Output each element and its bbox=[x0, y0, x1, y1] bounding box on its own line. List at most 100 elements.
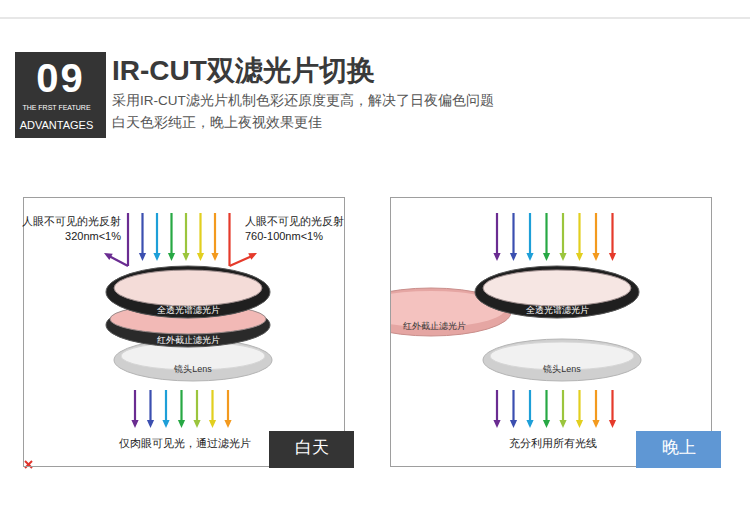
feature-badge-text-wrap: ADVANTAGES bbox=[15, 119, 98, 132]
ray-line bbox=[180, 390, 182, 422]
full-spectrum-filter-text-wrap: 全透光谱滤光片 bbox=[104, 305, 272, 316]
ray-head bbox=[543, 420, 550, 428]
filter-outline bbox=[483, 339, 641, 381]
callout-text: 人眼不可见的光反射 320nm<1% bbox=[22, 214, 121, 244]
ray-line bbox=[496, 390, 498, 422]
ray-line bbox=[578, 213, 580, 255]
ray-line bbox=[545, 390, 547, 422]
ray-line bbox=[512, 213, 514, 255]
feature-badge: 09THE FRST FEATURE ADVANTAGES bbox=[15, 52, 106, 138]
mode-tag-text: 白天 bbox=[269, 438, 354, 458]
ray-line bbox=[185, 213, 187, 255]
ray-head bbox=[131, 420, 138, 428]
night-panel-text-wrap: 充分利用所有光线 bbox=[509, 437, 597, 450]
night-panel-text: 充分利用所有光线 bbox=[509, 437, 597, 450]
ray-head bbox=[147, 420, 154, 428]
ir-cut-filter-text-wrap: 红外截止滤光片 bbox=[104, 335, 272, 346]
callout-text: 人眼不可见的光反射 760-100nm<1% bbox=[245, 214, 344, 244]
subtitle: 采用IR-CUT滤光片机制色彩还原度更高，解决了日夜偏色问题 bbox=[112, 93, 494, 109]
title: IR-CUT双滤光片切换 bbox=[112, 54, 375, 88]
mode-tag-text-wrap: 晚上 bbox=[636, 438, 721, 458]
subtitle: 白天色彩纯正，晚上夜视效果更佳 bbox=[112, 115, 322, 131]
ray-line bbox=[611, 390, 613, 422]
lens-text: 镜头Lens bbox=[112, 364, 274, 375]
ray-head bbox=[609, 420, 616, 428]
ray-line bbox=[562, 213, 564, 255]
ray-head bbox=[510, 420, 517, 428]
ray-head bbox=[168, 253, 175, 261]
lens: 镜头Lens bbox=[481, 338, 643, 383]
full-spectrum-filter-text: 全透光谱滤光片 bbox=[473, 305, 641, 316]
ray-head bbox=[153, 253, 160, 261]
ray-head bbox=[162, 420, 169, 428]
title-wrap: IR-CUT双滤光片切换 bbox=[112, 54, 375, 88]
ir-cut-filter-text-wrap: 红外截止滤光片 bbox=[403, 321, 466, 332]
ray-head bbox=[193, 420, 200, 428]
ray-line bbox=[199, 213, 201, 255]
ir-cut-filter-text: 红外截止滤光片 bbox=[403, 321, 466, 332]
night-panel: 充分利用所有光线全透光谱滤光片红外截止滤光片镜头Lens晚上 bbox=[390, 197, 712, 467]
ray-line bbox=[529, 213, 531, 255]
ray-line bbox=[196, 390, 198, 422]
ray-head bbox=[178, 420, 185, 428]
ray-head bbox=[493, 253, 500, 261]
ray-line bbox=[214, 213, 216, 255]
lens-text: 镜头Lens bbox=[481, 364, 643, 375]
lens-text-wrap: 镜头Lens bbox=[481, 364, 643, 375]
full-spectrum-filter-text: 全透光谱滤光片 bbox=[104, 305, 272, 316]
ray-head bbox=[526, 253, 533, 261]
ray-line bbox=[156, 213, 158, 255]
ray-head bbox=[182, 253, 189, 261]
ray-head bbox=[104, 253, 113, 260]
ray-line bbox=[595, 213, 597, 255]
feature-badge-text: ADVANTAGES bbox=[15, 119, 98, 132]
ray-line bbox=[230, 256, 253, 266]
top-rule bbox=[0, 18, 750, 19]
mode-tag-text: 晚上 bbox=[636, 438, 721, 458]
day-panel-text-wrap: 仅肉眼可见光，通过滤光片 bbox=[119, 437, 251, 450]
ray-head bbox=[526, 420, 533, 428]
callout-text-wrap: 人眼不可见的光反射 320nm<1% bbox=[22, 214, 121, 244]
filter-outline bbox=[391, 288, 511, 336]
ray-line bbox=[141, 213, 143, 255]
filter-outline bbox=[110, 304, 266, 334]
ray-line bbox=[109, 256, 128, 266]
feature-badge-text: THE FRST FEATURE bbox=[15, 104, 98, 112]
ray-head bbox=[139, 253, 146, 261]
light-rays bbox=[104, 213, 616, 428]
filter-outline bbox=[483, 270, 631, 306]
ray-head bbox=[248, 253, 257, 260]
ray-head bbox=[559, 420, 566, 428]
ray-line bbox=[562, 390, 564, 422]
ray-line bbox=[496, 213, 498, 255]
full-spectrum-filter-text-wrap: 全透光谱滤光片 bbox=[473, 305, 641, 316]
filter-outline bbox=[114, 270, 262, 306]
feature-badge-text-wrap: 09 bbox=[15, 54, 106, 102]
mode-tag: 晚上 bbox=[636, 431, 721, 468]
ray-line bbox=[578, 390, 580, 422]
ray-head bbox=[510, 253, 517, 261]
day-panel-text: 仅肉眼可见光，通过滤光片 bbox=[119, 437, 251, 450]
ray-head bbox=[493, 420, 500, 428]
ray-line bbox=[228, 213, 230, 266]
mode-tag-text-wrap: 白天 bbox=[269, 438, 354, 458]
mode-tag: 白天 bbox=[269, 431, 354, 468]
ir-cut-filter-text: 红外截止滤光片 bbox=[104, 335, 272, 346]
ray-head bbox=[609, 253, 616, 261]
full-spectrum-filter: 全透光谱滤光片 bbox=[104, 263, 272, 321]
ray-line bbox=[170, 213, 172, 255]
ray-head bbox=[211, 253, 218, 261]
ray-head bbox=[559, 253, 566, 261]
ray-line bbox=[149, 390, 151, 422]
ray-line bbox=[529, 390, 531, 422]
ray-head bbox=[543, 253, 550, 261]
ray-line bbox=[165, 390, 167, 422]
full-spectrum-filter: 全透光谱滤光片 bbox=[473, 263, 641, 321]
ray-head bbox=[592, 420, 599, 428]
ray-line bbox=[611, 213, 613, 255]
ray-head bbox=[576, 420, 583, 428]
lens-shape bbox=[481, 338, 643, 383]
ray-line bbox=[211, 390, 213, 422]
filter-outline bbox=[114, 339, 272, 381]
ray-line bbox=[127, 213, 129, 266]
